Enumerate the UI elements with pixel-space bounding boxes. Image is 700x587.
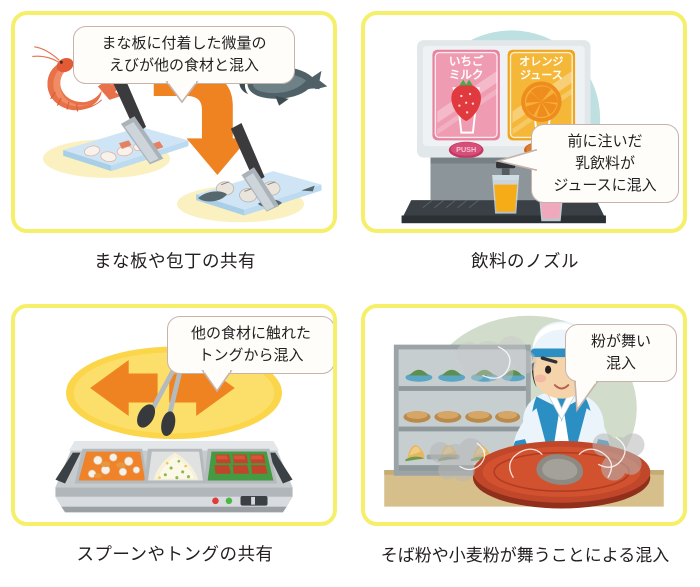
knife-icon-1 — [109, 68, 164, 165]
tray-stuffed-peppers — [203, 448, 278, 484]
orange-juice-glass — [492, 175, 520, 214]
flour-dust-clouds — [429, 335, 645, 482]
panel-tongs-and-spoons: 他の食材に触れた トングから混入 スプーンやトングの共有 — [0, 293, 350, 587]
bubble-4-line-2: 混入 — [605, 354, 636, 372]
illustration-shrimp-and-fish-cutting-boards — [15, 15, 333, 229]
panel-beverage-nozzle: いちご ミルク — [350, 0, 700, 293]
orange-curved-arrow-icon — [153, 74, 249, 176]
callout-bubble-3: 他の食材に触れた トングから混入 — [167, 316, 333, 374]
callout-bubble-4: 粉が舞い 混入 — [565, 324, 677, 382]
dispenser-panel-orange-juice: オレンジ ジュース — [507, 49, 576, 141]
svg-text:PUSH: PUSH — [456, 145, 476, 154]
callout-bubble-2: 前に注いだ 乳飲料が ジュースに混入 — [531, 124, 679, 204]
control-panel — [212, 495, 268, 506]
bubble-2-line-2: 乳飲料が — [574, 154, 635, 172]
panel-soba-flour: 粉が舞い 混入 そば粉や小麦粉が舞うことによる混入 — [350, 293, 700, 587]
callout-tail-4 — [571, 380, 599, 413]
bubble-4-line-1: 粉が舞い — [590, 333, 651, 350]
panel-3-card: 他の食材に触れた トングから混入 — [11, 304, 337, 526]
panel-cutting-board: まな板に付着した微量の えびが他の食材と混入 まな板や包丁の共有 — [0, 0, 350, 293]
tray-orange-stew — [74, 448, 148, 484]
indicator-light-green — [225, 497, 233, 505]
indicator-light-red — [212, 497, 219, 505]
dispenser-panel-strawberry-milk: いちご ミルク — [432, 49, 500, 141]
panel-1-card: まな板に付着した微量の えびが他の食材と混入 — [11, 11, 337, 233]
knife-icon-2 — [230, 122, 280, 212]
callout-bubble-1: まな板に付着した微量の えびが他の食材と混入 — [73, 26, 295, 84]
illustration-soba-chef-kneading-dough — [365, 308, 683, 522]
panel-2-card: いちご ミルク — [361, 11, 687, 233]
panel-3-caption: スプーンやトングの共有 — [76, 544, 274, 564]
bubble-2-line-1: 前に注いだ — [567, 133, 643, 150]
bubble-1-line-2: えびが他の食材と混入 — [108, 56, 259, 74]
bubble-3-line-2: トングから混入 — [198, 346, 304, 364]
orange-juice-label-line2: ジュース — [520, 69, 563, 82]
panel-4-card: 粉が舞い 混入 — [361, 304, 687, 526]
strawberry-milk-label-line2: ミルク — [449, 69, 484, 82]
bubble-3-line-1: 他の食材に触れた — [190, 325, 311, 342]
left-arrow-icon — [90, 360, 158, 416]
callout-tail-2 — [494, 147, 538, 173]
shrimp-icon — [32, 46, 121, 112]
right-arrow-icon — [169, 360, 235, 416]
panel-2-caption: 飲料のノズル — [471, 251, 579, 271]
panel-1-caption: まな板や包丁の共有 — [94, 251, 256, 271]
bubble-1-line-1: まな板に付着した微量の — [101, 35, 267, 52]
callout-tail-3 — [201, 369, 233, 393]
tray-potato-salad — [144, 448, 206, 484]
strawberry-milk-label-line1: いちご — [449, 54, 484, 68]
push-button-strawberry: PUSH — [448, 141, 484, 159]
callout-tail-1 — [165, 80, 199, 104]
panel-4-caption: そば粉や小麦粉が舞うことによる混入 — [380, 546, 670, 565]
orange-juice-label-line1: オレンジ — [519, 55, 563, 68]
bubble-2-line-3: ジュースに混入 — [553, 176, 657, 194]
